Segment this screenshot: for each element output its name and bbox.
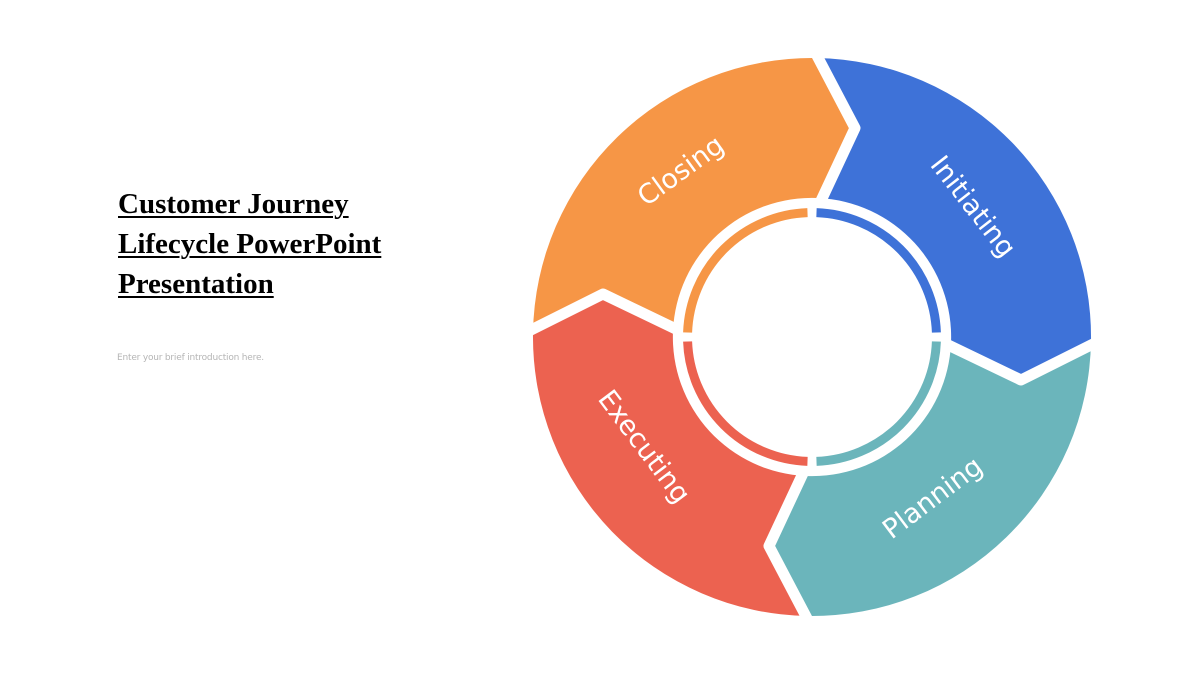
segment-separators (522, 47, 1102, 627)
inner-arc-planning (816, 341, 941, 466)
inner-arc-executing (683, 341, 808, 466)
inner-arc-closing (683, 208, 808, 333)
segment-closing (533, 57, 855, 333)
segment-planning (769, 341, 1091, 617)
segment-executing (532, 294, 808, 616)
intro-text: Enter your brief introduction here. (117, 353, 264, 363)
inner-ring (683, 208, 941, 466)
segment-initiating (816, 58, 1092, 380)
slide-title: Customer Journey Lifecycle PowerPoint Pr… (118, 188, 382, 300)
inner-arc-initiating (816, 208, 941, 333)
